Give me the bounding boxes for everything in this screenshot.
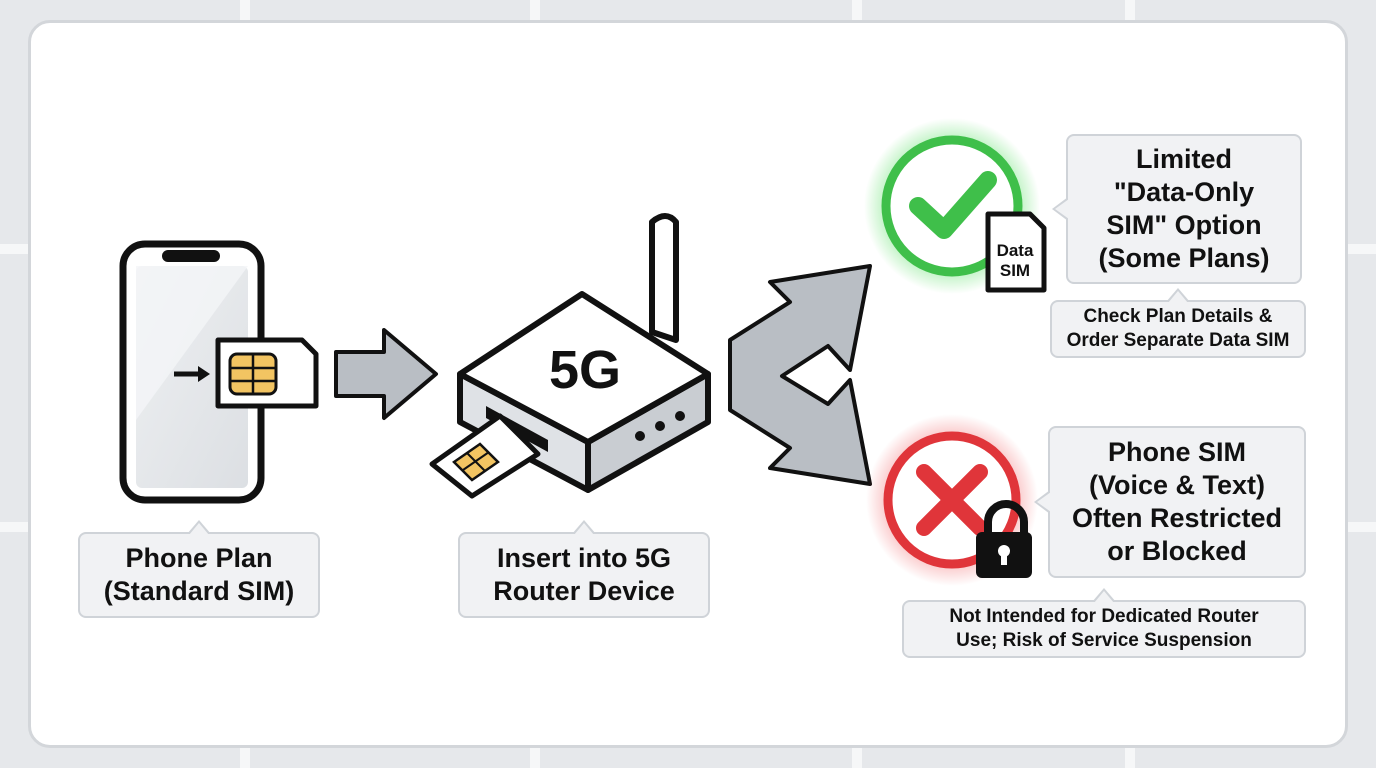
note-line: Check Plan Details & bbox=[1083, 306, 1273, 327]
callout-line: Often Restricted bbox=[1071, 503, 1283, 533]
phone-plan-callout: Phone Plan (Standard SIM) bbox=[78, 520, 320, 618]
callout-line: (Standard SIM) bbox=[103, 576, 295, 606]
lock-icon bbox=[976, 500, 1032, 578]
sim-card-icon bbox=[215, 337, 319, 409]
x-mark-icon bbox=[883, 431, 1021, 569]
callout-line: Limited bbox=[1135, 144, 1232, 174]
split-arrow-icon bbox=[728, 264, 872, 486]
callout-line: (Some Plans) bbox=[1098, 243, 1270, 273]
sim-card-icon bbox=[429, 413, 541, 499]
callout-line: SIM" Option bbox=[1106, 210, 1262, 240]
note-line: Use; Risk of Service Suspension bbox=[956, 630, 1252, 651]
phone-sim-callout: Phone SIM (Voice & Text) Often Restricte… bbox=[1034, 426, 1306, 578]
data-sim-line2: SIM bbox=[1000, 261, 1030, 280]
checkmark-icon bbox=[881, 135, 1023, 277]
callout-line: Insert into 5G bbox=[496, 543, 671, 573]
data-only-callout: Limited "Data-Only SIM" Option (Some Pla… bbox=[1052, 134, 1302, 284]
callout-line: "Data-Only bbox=[1113, 177, 1255, 207]
router-label: 5G bbox=[549, 340, 621, 400]
data-only-note: Check Plan Details & Order Separate Data… bbox=[1050, 288, 1306, 358]
callout-line: (Voice & Text) bbox=[1088, 470, 1265, 500]
data-sim-card: Data SIM bbox=[985, 211, 1047, 293]
note-line: Not Intended for Dedicated Router bbox=[949, 606, 1259, 627]
callout-line: Phone Plan bbox=[125, 543, 273, 573]
insert-router-callout: Insert into 5G Router Device bbox=[458, 520, 710, 618]
phone-sim-note: Not Intended for Dedicated Router Use; R… bbox=[902, 588, 1306, 658]
callout-line: or Blocked bbox=[1107, 536, 1247, 566]
callout-line: Phone SIM bbox=[1107, 437, 1246, 467]
callout-line: Router Device bbox=[493, 576, 675, 606]
note-line: Order Separate Data SIM bbox=[1066, 330, 1290, 351]
data-sim-line1: Data bbox=[997, 241, 1034, 260]
phone-icon bbox=[119, 240, 265, 504]
arrow-right-icon bbox=[334, 328, 438, 420]
